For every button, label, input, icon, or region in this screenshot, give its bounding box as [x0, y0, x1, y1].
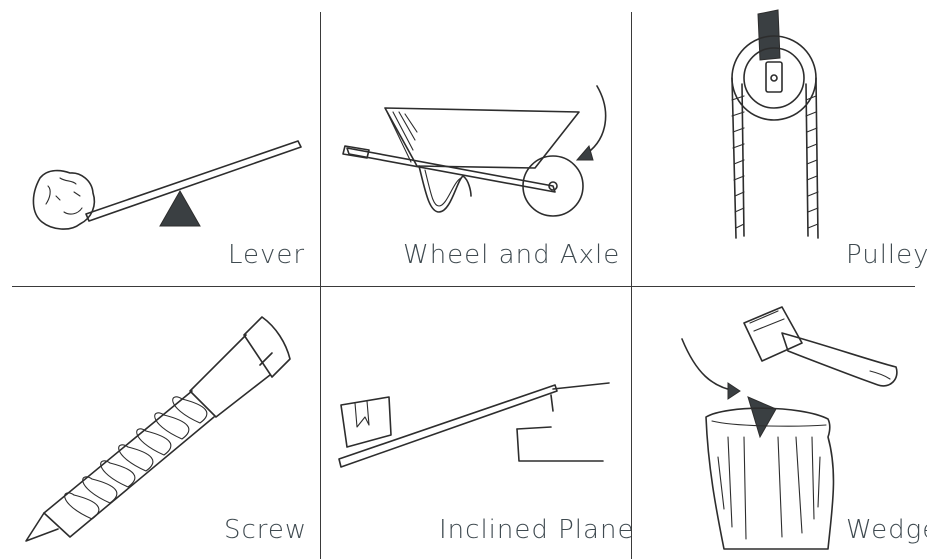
- lever-panel: Lever: [0, 0, 320, 286]
- fulcrum-triangle: [160, 191, 200, 226]
- pulley-panel: Pulley: [632, 0, 927, 286]
- wheel-and-axle-label: Wheel and Axle: [403, 242, 620, 268]
- wedge-label: Wedge: [846, 517, 927, 543]
- wheel-and-axle-panel: Wheel and Axle: [321, 0, 631, 286]
- screw-panel: Screw: [0, 287, 320, 559]
- pulley-label: Pulley: [846, 242, 927, 268]
- inclined-plane-label: Inclined Plane: [439, 517, 631, 543]
- screw-label: Screw: [224, 517, 307, 543]
- wedge-panel: Wedge: [632, 287, 927, 559]
- lever-label: Lever: [228, 242, 305, 268]
- inclined-plane-panel: Inclined Plane: [321, 287, 631, 559]
